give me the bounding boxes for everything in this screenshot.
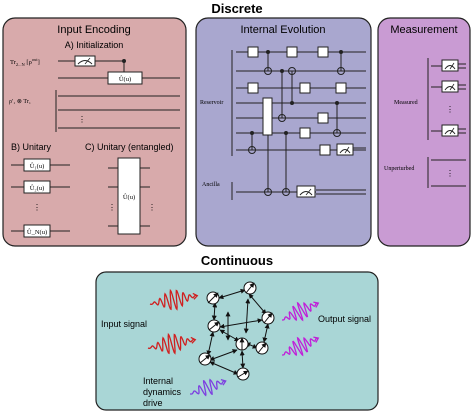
u2-gate <box>23 180 51 194</box>
spin-network-edges <box>206 288 270 375</box>
spin-node <box>198 352 212 366</box>
reservoir-label: Reservoir <box>200 100 223 106</box>
spin-node <box>255 341 269 355</box>
un-gate <box>23 224 51 238</box>
u1-gate <box>23 158 51 172</box>
input-wave-1 <box>149 288 199 311</box>
svg-text:⋮: ⋮ <box>148 203 156 212</box>
initialization-label: A) Initialization <box>65 40 124 50</box>
spin-node <box>207 319 221 333</box>
spin-node <box>206 291 220 305</box>
initialization-circuit: Tr2...N [ρout] Û(u) ρ′₁ ⊗ Tr₁ ⋮ <box>9 55 180 132</box>
svg-text:⋮: ⋮ <box>446 105 454 114</box>
svg-text:Û₂(u): Û₂(u) <box>30 184 45 192</box>
output-signal-label: Output signal <box>318 314 371 324</box>
u-gate-label: Û(u) <box>119 75 131 83</box>
spin-node <box>236 367 250 381</box>
internal-evolution-title: Internal Evolution <box>241 24 326 36</box>
discrete-title: Discrete <box>211 1 262 16</box>
unitary-label: B) Unitary <box>11 142 52 152</box>
output-wave-2 <box>282 336 320 357</box>
unitary-entangled-label: C) Unitary (entangled) <box>85 142 174 152</box>
spin-node <box>261 311 275 325</box>
unitary-circuit: Û₁(u) Û₂(u) ⋮ Û_N(u) <box>11 158 70 238</box>
measured-label: Measured <box>394 100 418 106</box>
svg-text:⋮: ⋮ <box>108 203 116 212</box>
drive-label-3: drive <box>143 398 163 408</box>
unperturbed-label: Unperturbed <box>384 166 414 172</box>
rho-tr-label: ρ′₁ ⊗ Tr₁ <box>9 99 31 105</box>
output-wave-1 <box>282 301 320 322</box>
svg-text:⋮: ⋮ <box>446 169 454 178</box>
input-encoding-panel: Input Encoding A) Initialization Tr2...N… <box>2 17 187 247</box>
ellipsis: ⋮ <box>78 115 86 124</box>
trace-label: Tr2...N [ρout] <box>10 57 40 67</box>
measurement-panel: Measurement Measured Unperturbed ⋮ ⋮ <box>377 17 471 247</box>
ancilla-label: Ancilla <box>202 182 220 188</box>
input-signal-label: Input signal <box>101 319 147 329</box>
drive-label-1: Internal <box>143 376 173 386</box>
internal-evolution-panel: Internal Evolution Reservoir Ancilla <box>195 17 372 247</box>
svg-text:⋮: ⋮ <box>33 203 41 212</box>
measurement-wires: ⋮ ⋮ <box>431 59 466 187</box>
input-encoding-title: Input Encoding <box>57 24 130 36</box>
svg-text:Û₁(u): Û₁(u) <box>30 162 45 170</box>
evolution-gates <box>247 46 366 198</box>
continuous-title: Continuous <box>201 253 273 268</box>
spin-network-nodes <box>198 281 275 381</box>
continuous-panel: Input signal Output signal Internal dyna… <box>95 271 379 411</box>
svg-text:Û_N(u): Û_N(u) <box>27 228 47 236</box>
drive-label-2: dynamics <box>143 387 182 397</box>
spin-node <box>243 281 257 295</box>
entangled-circuit: Û(u) ⋮ ⋮ <box>108 157 156 235</box>
spin-node <box>235 337 249 351</box>
svg-text:Û(u): Û(u) <box>123 193 135 201</box>
input-wave-2 <box>147 332 197 355</box>
measurement-title: Measurement <box>390 24 457 36</box>
entangled-u-gate <box>117 157 141 235</box>
drive-wave <box>190 378 227 397</box>
